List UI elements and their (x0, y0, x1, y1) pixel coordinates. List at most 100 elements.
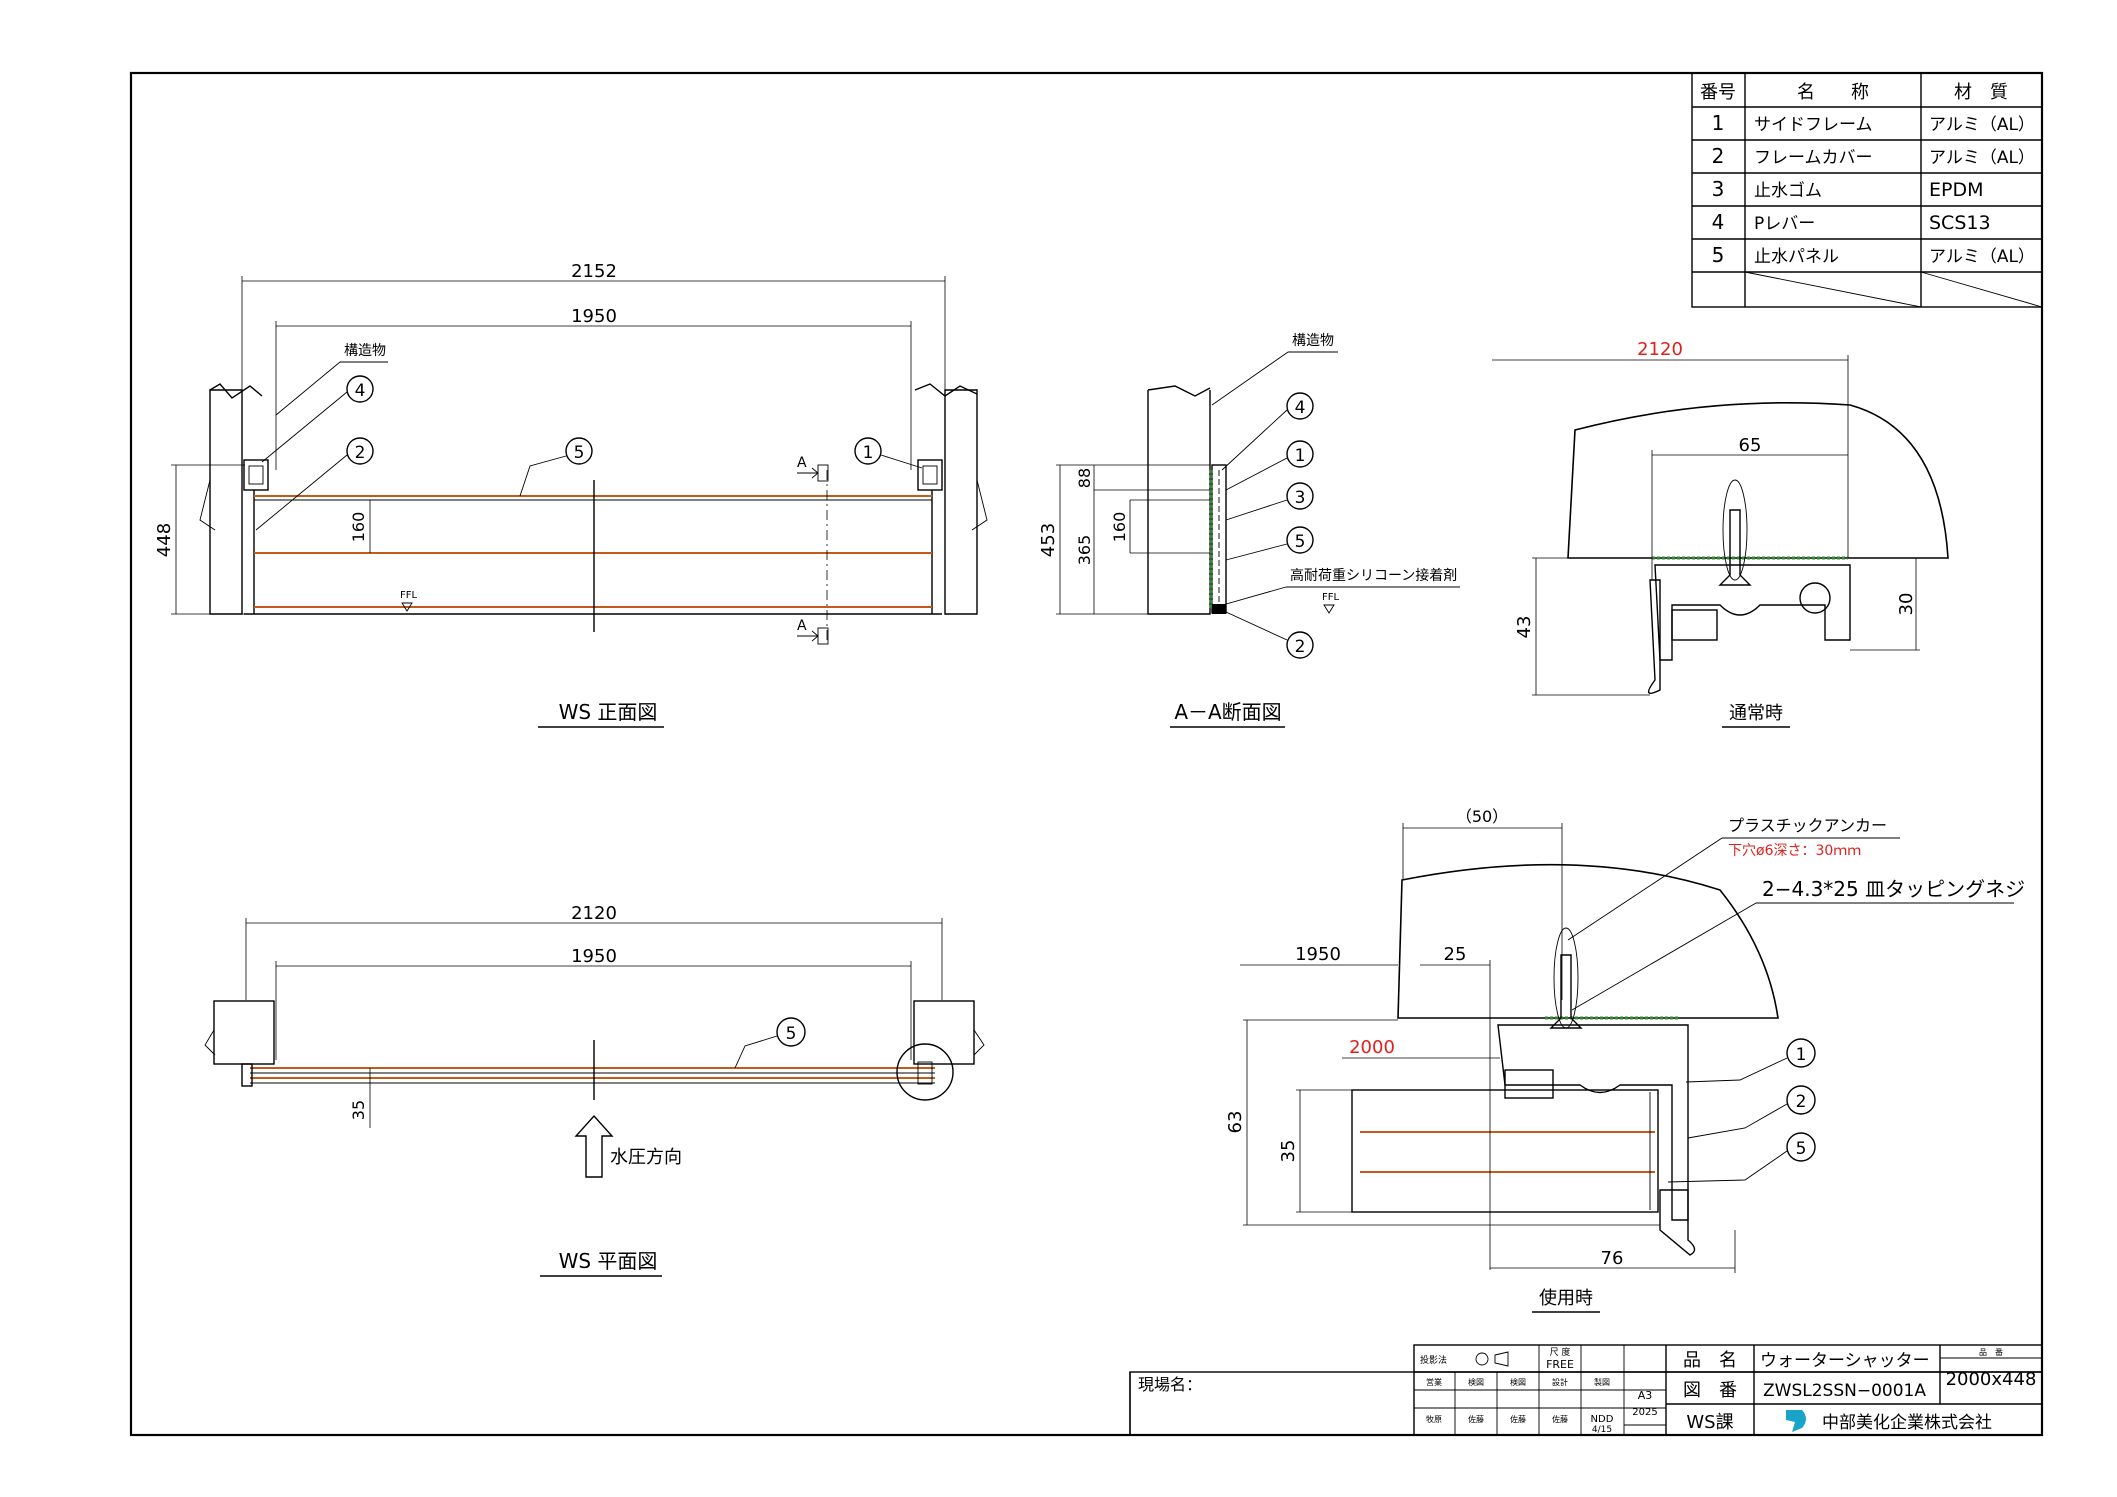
dim-label: 88 (1075, 468, 1094, 488)
table-header-material: 材 質 (1954, 82, 2008, 103)
structure-label: 構造物 (344, 343, 386, 359)
screw-label: 2−4.3*25 皿タッピングネジ (1762, 877, 2025, 901)
view-title: 通常時 (1729, 703, 1783, 724)
code-label: 品 番 (1979, 1347, 2003, 1357)
section-mark: A (797, 455, 807, 471)
balloon-number: 3 (1295, 488, 1306, 508)
dim-label: （50） (1456, 807, 1508, 826)
balloon (346, 437, 374, 465)
scale-label: 尺 度 (1550, 1346, 1571, 1358)
section-view: 453 88 365 160 構造物 4 1 3 5 高耐荷重シリコーン接着剤 … (1038, 333, 1460, 728)
normal-detail: 2120 65 43 30 通常時 (1492, 339, 1949, 728)
dim-label: 453 (1038, 523, 1059, 557)
balloon-number: 5 (1796, 1139, 1807, 1159)
dim-label-red: 2000 (1349, 1037, 1395, 1058)
role-label: 検図 (1468, 1377, 1484, 1387)
table-row-no: 2 (1712, 144, 1725, 168)
drawing-number: ZWSL2SSN−0001A (1763, 1381, 1926, 1401)
projection-symbol-icon (1475, 1352, 1489, 1366)
view-title: 使用時 (1539, 1288, 1593, 1309)
use-detail: （50） 1950 25 2000 63 35 76 プラスチックアンカー 下穴… (1225, 807, 2025, 1313)
balloon-number: 1 (1295, 446, 1306, 466)
balloon (565, 437, 593, 465)
pressure-label: 水圧方向 (610, 1147, 682, 1168)
dim-label: 43 (1514, 616, 1535, 639)
dim-label: 25 (1444, 944, 1467, 965)
view-title: WS 平面図 (559, 1249, 658, 1273)
product-name: ウォーターシャッター (1760, 1351, 1930, 1371)
table-row-no: 4 (1712, 210, 1725, 234)
dim-label: 160 (1110, 512, 1129, 543)
dim-label: 35 (349, 1100, 368, 1120)
pressure-arrow-icon (574, 1114, 614, 1178)
table-row-name: サイドフレーム (1754, 115, 1873, 135)
balloon-number: 1 (863, 443, 874, 463)
table-row-material: アルミ（AL） (1929, 148, 2035, 168)
dim-label: 1950 (571, 946, 617, 967)
anchor-label: プラスチックアンカー (1728, 816, 1887, 835)
role-name: 佐藤 (1510, 1414, 1526, 1424)
dim-label: 365 (1075, 535, 1094, 566)
table-row-material: SCS13 (1929, 212, 1991, 234)
front-view: 2152 1950 448 160 FFL (154, 261, 988, 728)
balloon (346, 375, 374, 403)
table-row-no: 3 (1712, 177, 1725, 201)
view-title: A－A断面図 (1174, 700, 1281, 724)
balloon (854, 437, 882, 465)
balloon-number: 1 (1796, 1045, 1807, 1065)
balloon-number: 2 (1295, 637, 1306, 657)
dim-label: 160 (349, 512, 368, 543)
role-label: 営業 (1426, 1377, 1442, 1387)
title-block: 現場名： 投影法 尺 度 FREE 営業 検図 検図 設計 製図 牧原 佐藤 佐… (1129, 1344, 2043, 1436)
year: 2025 (1632, 1407, 1657, 1418)
dim-label: 30 (1896, 593, 1917, 616)
dim-label: 65 (1739, 435, 1762, 456)
role-name: 牧原 (1426, 1414, 1442, 1424)
product-label: 品 名 (1683, 1350, 1737, 1371)
anchor-note: 下穴ø6深さ：30ｍｍ (1728, 843, 1861, 859)
adhesive-label: 高耐荷重シリコーン接着剤 (1290, 567, 1457, 584)
dim-label-red: 2120 (1637, 339, 1683, 360)
table-row-material: アルミ（AL） (1929, 247, 2035, 267)
scale-value: FREE (1546, 1358, 1574, 1371)
table-row-material: EPDM (1929, 179, 1984, 201)
parts-table: 番号 名 称 材 質 1 サイドフレーム アルミ（AL） 2 フレームカバー ア… (1691, 72, 2043, 308)
table-header-no: 番号 (1700, 82, 1736, 103)
projection-label: 投影法 (1420, 1354, 1447, 1366)
dim-label: 76 (1601, 1248, 1624, 1269)
drawing-label: 図 番 (1683, 1380, 1737, 1401)
table-row-name: Pレバー (1754, 214, 1815, 234)
dim-label: 63 (1225, 1111, 1246, 1134)
role-name: 佐藤 (1468, 1414, 1484, 1424)
role-label: 設計 (1552, 1377, 1568, 1387)
balloon-number: 4 (355, 381, 366, 401)
code-value: 2000x448 (1946, 1369, 2037, 1390)
company-logo-icon (1786, 1410, 1806, 1432)
table-row-no: 5 (1712, 243, 1725, 267)
table-row-no: 1 (1712, 111, 1725, 135)
site-label: 現場名： (1138, 1375, 1202, 1394)
plan-view: 2120 1950 35 5 水圧方向 WS 平面図 (204, 903, 985, 1277)
company-name: 中部美化企業株式会社 (1822, 1413, 1992, 1433)
dim-label: 448 (154, 523, 175, 557)
balloon-number: 5 (574, 443, 585, 463)
balloon-number: 2 (355, 443, 366, 463)
dim-label: 2120 (571, 903, 617, 924)
ffl-label: FFL (1322, 592, 1340, 603)
role-label: 検図 (1510, 1377, 1526, 1387)
role-name: 佐藤 (1552, 1414, 1568, 1424)
table-row-name: フレームカバー (1754, 148, 1873, 168)
balloon-number: 4 (1295, 398, 1306, 418)
ffl-label: FFL (400, 590, 418, 601)
dim-label: 2152 (571, 261, 617, 282)
dim-label: 1950 (1295, 944, 1341, 965)
dim-label: 1950 (571, 306, 617, 327)
department: WS課 (1686, 1412, 1733, 1433)
role-label: 製図 (1594, 1377, 1610, 1387)
balloon-number: 5 (786, 1024, 797, 1044)
table-row-material: アルミ（AL） (1929, 115, 2035, 135)
paper-size: A3 (1638, 1389, 1653, 1402)
view-title: WS 正面図 (559, 700, 658, 724)
balloon-number: 5 (1295, 532, 1306, 552)
